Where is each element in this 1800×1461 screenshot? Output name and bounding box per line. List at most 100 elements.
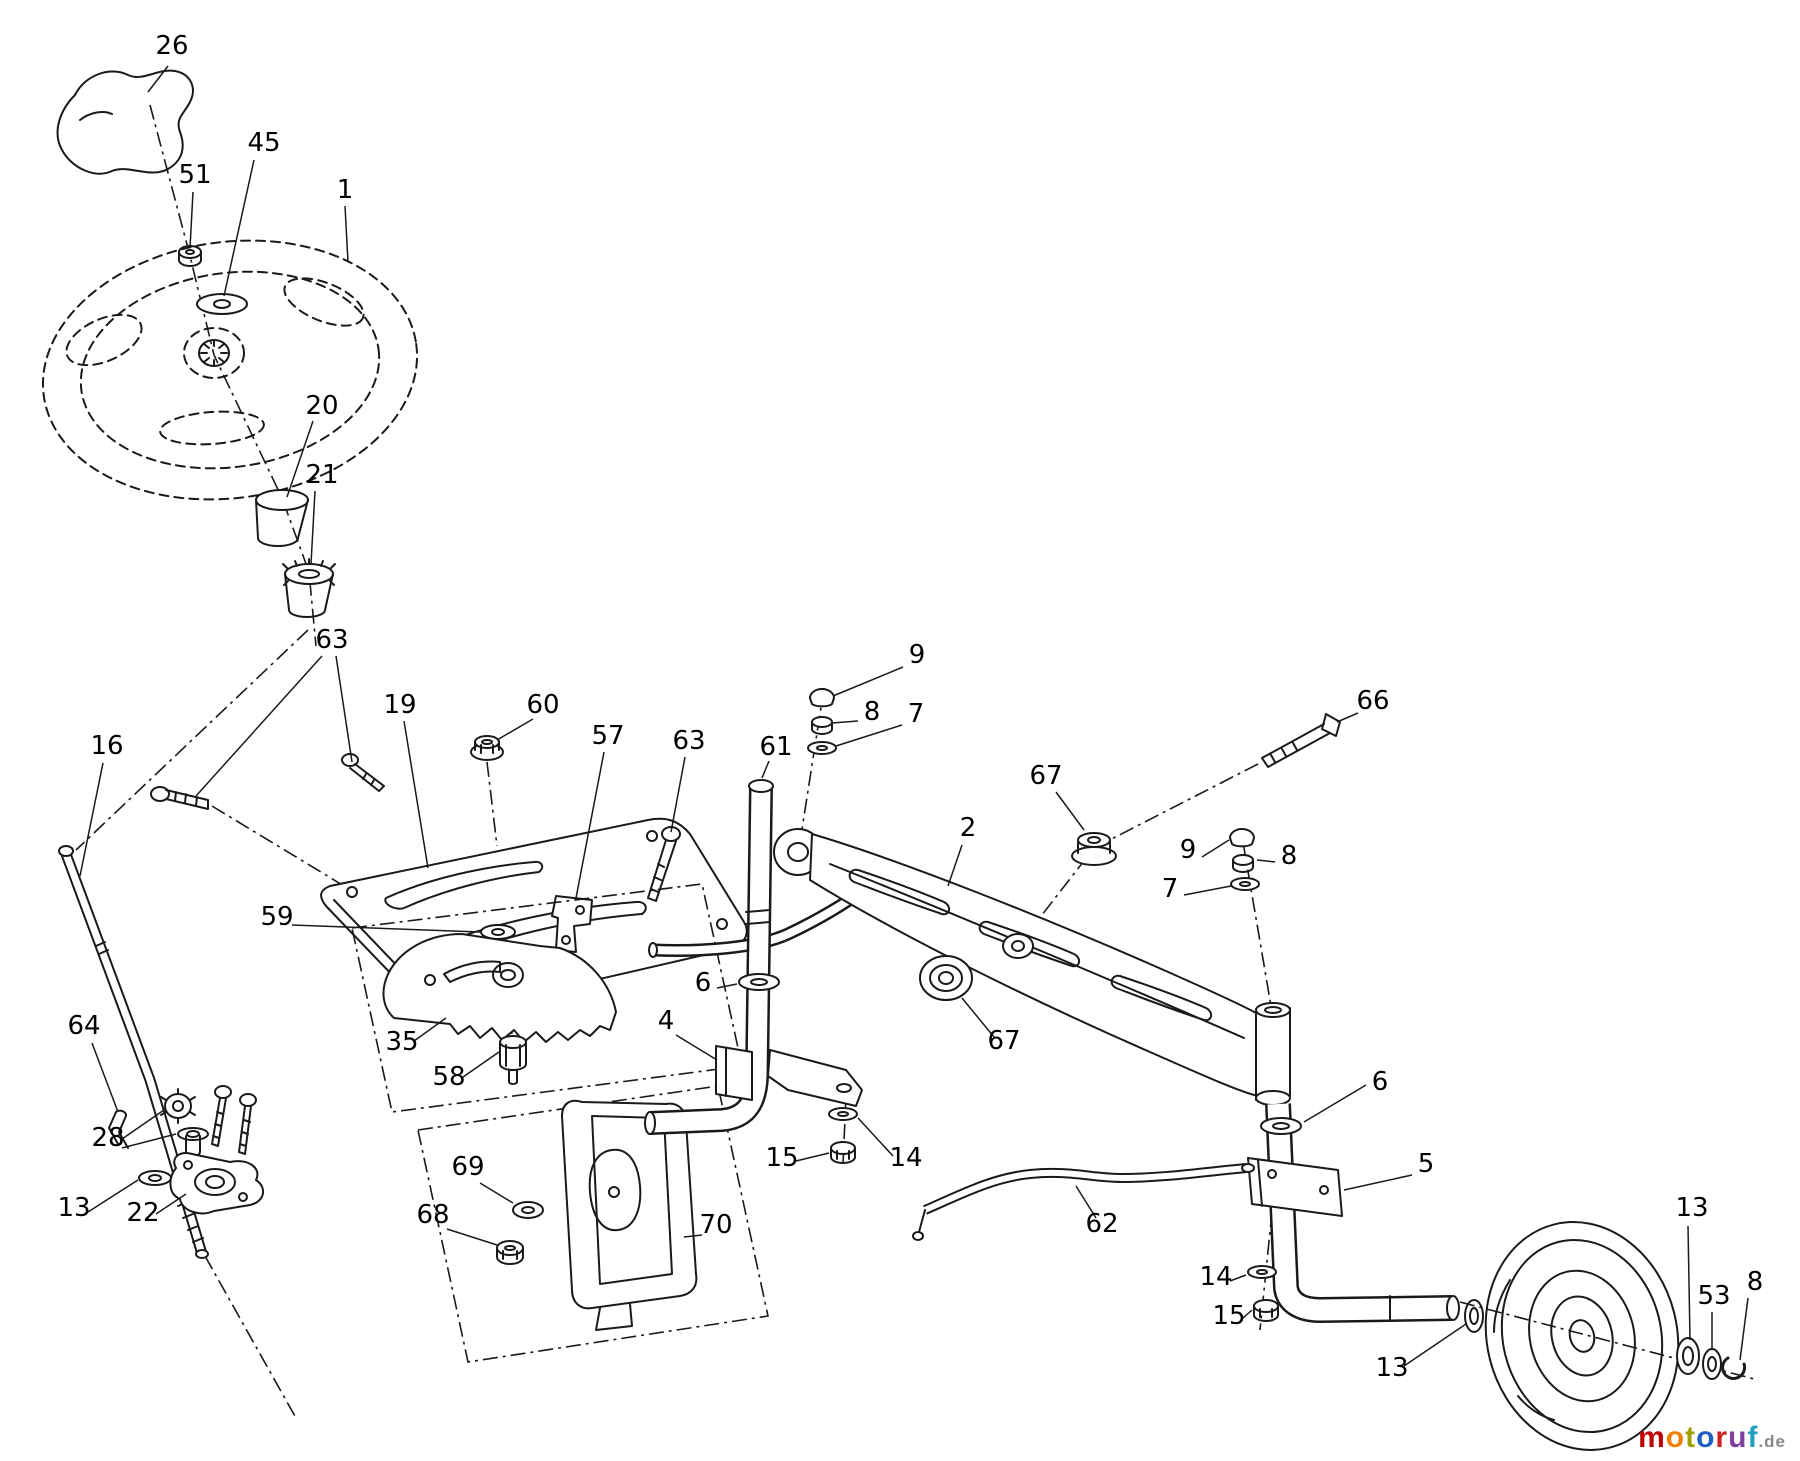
leader-line-28 [121,1133,177,1149]
callout-45: 45 [247,128,280,158]
part-9-cap-right [1229,828,1255,848]
leader-line-63b [670,756,686,833]
callout-14b: 14 [1199,1262,1232,1292]
part-26-wheel-insert [56,69,194,175]
callout-7a: 7 [908,699,925,729]
watermark-letter: t [1685,1421,1697,1454]
part-7-washer-right [1230,877,1260,891]
callout-13b: 13 [1675,1193,1708,1223]
part-70-lower-panel [561,1099,698,1331]
callout-63b: 63 [672,726,705,756]
watermark-letter: o [1665,1421,1686,1454]
part-67-spacer-upper [1071,832,1117,866]
leader-line-69 [479,1182,514,1204]
callout-5: 5 [1418,1149,1435,1179]
part-68-nut [496,1240,524,1265]
part-6-bearing-right [1260,1117,1302,1135]
callout-8c: 8 [1747,1267,1764,1297]
part-15-nut-center [830,1141,856,1164]
callout-63a: 63 [315,625,348,655]
callout-66: 66 [1356,686,1389,716]
front-wheel [1484,1221,1680,1451]
part-14-washer-center [828,1107,858,1121]
leader-line-67a [1055,791,1085,831]
part-53-washer [1702,1348,1722,1380]
leader-line-5 [1343,1174,1413,1191]
callout-8a: 8 [864,697,881,727]
part-2-axle-assembly [773,828,1291,1106]
leader-line-58 [462,1051,500,1078]
part-66-pivot-bolt [1261,713,1341,768]
callout-61: 61 [759,732,792,762]
callout-22: 22 [126,1198,159,1228]
part-8-nut-left [811,716,833,735]
callout-13a: 13 [57,1193,90,1223]
part-64-roll-pin [108,1109,129,1149]
callout-15a: 15 [765,1143,798,1173]
leader-line-70 [683,1234,703,1238]
watermark-letter: m [1638,1421,1666,1454]
watermark-logo: motoruf.de [1638,1421,1786,1455]
part-4-bracket [715,1045,753,1101]
part-67-spacer-front [919,955,973,1001]
callout-9a: 9 [909,640,926,670]
leader-line-68 [446,1228,498,1246]
leader-line-14a [857,1117,894,1157]
part-45-washer [196,293,248,315]
callout-19: 19 [383,690,416,720]
leader-line-13b [1687,1225,1691,1341]
leader-line-21 [310,490,316,565]
leader-line-8c [1739,1297,1749,1361]
leader-line-8a [831,720,859,724]
part-1-steering-wheel [41,239,419,501]
part-28-bearing-set [160,1085,257,1157]
callout-14a: 14 [889,1143,922,1173]
part-63-bolt-top [341,753,385,792]
part-5-spindle [1265,1103,1460,1324]
callout-28: 28 [91,1123,124,1153]
part-35-sector-gear [382,933,617,1043]
leader-line-15b [1242,1309,1253,1319]
part-7-washer-left [807,741,837,755]
leader-line-8b [1256,859,1276,863]
leader-line-6a [716,983,738,989]
callout-20: 20 [305,391,338,421]
watermark-letter: f [1747,1421,1759,1454]
part-9-cap-left [809,688,835,708]
watermark-letter: o [1696,1421,1716,1454]
callout-21: 21 [305,460,338,490]
leader-line-66 [1336,712,1359,723]
part-8-retaining-ring [1721,1356,1747,1380]
part-21-splined-adapter [282,558,336,618]
callout-8b: 8 [1281,841,1298,871]
leader-line-1 [344,205,349,263]
leader-line-2 [947,844,963,887]
leader-line-67b [961,997,995,1038]
leader-line-59 [291,924,481,933]
callout-67b: 67 [987,1026,1020,1056]
leader-line-51 [189,191,194,249]
callout-7b: 7 [1162,874,1179,904]
callout-35: 35 [385,1027,418,1057]
callout-60: 60 [526,690,559,720]
callout-26: 26 [155,31,188,61]
part-20-column-cap [255,489,309,547]
leader-line-64 [91,1042,119,1113]
part-69-washer [512,1201,544,1219]
spindle-bracket [1247,1157,1343,1217]
callout-2: 2 [960,813,977,843]
part-13-washer-hub-outer [1676,1337,1700,1375]
callout-15b: 15 [1212,1301,1245,1331]
assembly-box-lower [417,1085,769,1363]
callout-6b: 6 [1372,1067,1389,1097]
callout-13c: 13 [1375,1353,1408,1383]
watermark-letter: r [1715,1421,1729,1454]
leader-line-63a [195,655,323,797]
callout-58: 58 [432,1062,465,1092]
part-58-shoulder-bolt [499,1035,527,1085]
leader-line-14b [1229,1274,1247,1282]
leader-line-7a [835,724,903,747]
